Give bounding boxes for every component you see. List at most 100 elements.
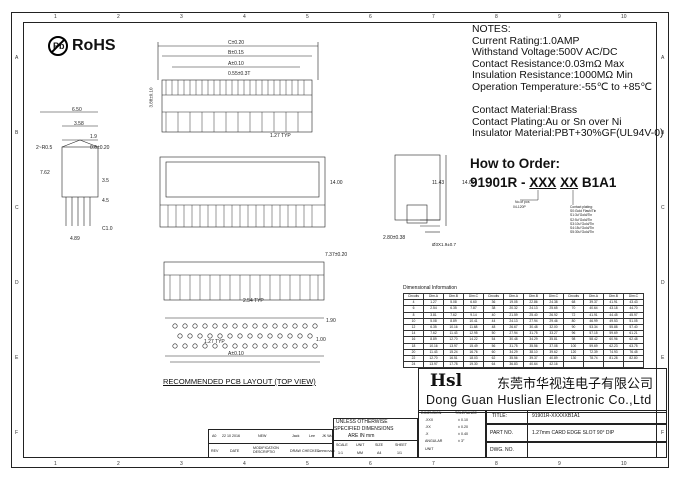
note-line: Operation Temperature:-55℃ to +85℃ — [472, 81, 652, 93]
grid-row-b-right: B — [661, 130, 665, 136]
grid-row-a-right: A — [661, 55, 665, 61]
plating-option: S0:Gold Flash/Tin — [570, 209, 597, 214]
table-cell: 36.83 — [503, 361, 524, 369]
plating-option: S3:10u"Gold/Tin — [570, 221, 594, 226]
grid-col-3-bottom: 3 — [180, 461, 183, 467]
table-header-row: Circuits Dim.A Dim.B Dim.C Circuits Dim.… — [403, 292, 644, 301]
scale-header: SCALE — [336, 443, 348, 447]
table-header: Dim.C — [623, 292, 644, 301]
part-value: 1.27mm CARD EDGE SLOT 90° DIP — [532, 430, 615, 436]
scale-value: 1:1 — [338, 451, 343, 455]
dim-height-45: 4.5 — [102, 198, 109, 204]
table-cell — [583, 361, 604, 369]
grid-col-6-bottom: 6 — [369, 461, 372, 467]
table-cell: 17.78 — [443, 361, 464, 369]
grid-col-10: 10 — [621, 14, 627, 20]
note-line: Contact Material:Brass — [472, 105, 578, 117]
order-suffix: B1A1 — [578, 175, 617, 190]
grid-col-3: 3 — [180, 14, 183, 20]
grid-row-c: C — [15, 205, 19, 211]
pcb-layout-caption: RECOMMENDED PCB LAYOUT (TOP VIEW) — [163, 377, 316, 386]
dim-height-762: 7.62 — [40, 170, 50, 176]
scale-value: A4 — [377, 451, 382, 455]
rev-header: DATE — [230, 449, 240, 453]
notes-block: NOTES: Current Rating:1.0AMP Withstand V… — [472, 24, 663, 140]
tol-val: ± 0.20 — [458, 425, 468, 429]
plating-option: S1:3u"Gold/Tin — [570, 213, 593, 218]
grid-row-e: E — [15, 355, 19, 361]
grid-col-2-bottom: 2 — [117, 461, 120, 467]
grid-col-7: 7 — [432, 14, 435, 20]
title-divider — [527, 410, 528, 458]
grid-row-b: B — [15, 130, 19, 136]
dim-chamfer: C1.0 — [102, 226, 113, 232]
general-box — [333, 418, 418, 458]
table-cell — [603, 361, 624, 369]
table-cell: 19.30 — [463, 361, 484, 369]
dwg-row — [486, 442, 667, 458]
tol-dim: .X — [425, 432, 429, 436]
notes-title: NOTES: — [472, 24, 511, 35]
tol-dim: .XX — [425, 425, 431, 429]
note-line: Withstand Voltage:500V AC/DC — [472, 47, 618, 59]
dim-holes: Ø3X1.9±0.7 — [432, 242, 456, 247]
order-code: 91901R - XXX XX B1A1 — [470, 175, 616, 190]
dim-pitch-typ: 1.27 TYP — [270, 133, 291, 139]
part-row — [486, 424, 667, 442]
grid-col-7-bottom: 7 — [432, 461, 435, 467]
tol-val: ± 0.40 — [458, 432, 468, 436]
revision-divider — [208, 443, 333, 444]
table-cell: 51.05 — [623, 317, 644, 326]
dim-width-280: 2.80±0.38 — [383, 235, 406, 241]
tolerance-box — [418, 410, 486, 458]
rev-draw: Jack — [292, 434, 300, 438]
dim-table-title: Dimensional Information — [403, 285, 457, 291]
grid-col-6: 6 — [369, 14, 372, 20]
tol-header: TOLERANCE — [455, 411, 477, 415]
table-cell: 82.80 — [623, 355, 644, 363]
dim-height-737: 7.37±0.20 — [325, 252, 348, 258]
unit-label: UNIT — [425, 447, 434, 451]
order-positions: XXX — [529, 175, 557, 190]
company-name-en: Dong Guan Huslian Electronic Co.,Ltd — [426, 393, 652, 407]
title-label: TITLE: — [492, 413, 508, 419]
dim-width-358: 3.58 — [74, 121, 84, 127]
order-pos-range: 04-120P — [513, 205, 526, 209]
grid-col-4: 4 — [243, 14, 246, 20]
table-cell: 63.75 — [623, 342, 644, 350]
grid-row-f-right: F — [661, 430, 665, 436]
dim-a: A±0.10 — [228, 61, 244, 67]
table-cell: 45.97 — [623, 311, 644, 319]
plating-options: Contact plating: S0:Gold Flash/Tin S1:3u… — [570, 205, 596, 234]
how-to-order-heading: How to Order: — [470, 156, 560, 171]
rev-header: DRAW — [290, 449, 301, 453]
rev-desc: NEW — [258, 434, 267, 438]
dimensional-table: Circuits Dim.A Dim.B Dim.C Circuits Dim.… — [403, 292, 644, 369]
are-in-text: ARE IN mm — [348, 433, 375, 439]
note-line: Insulation Resistance:1000MΩ Min — [472, 70, 633, 82]
scale-header: UNIT — [356, 443, 365, 447]
rev-header: MODIFICATION DESCRIPTIO — [253, 446, 279, 454]
table-cell: 44.70 — [623, 305, 644, 313]
dim-pitch-typ-pcb: 1.27 TYP — [204, 339, 225, 345]
grid-col-2: 2 — [117, 14, 120, 20]
tol-dim: ANGULAR — [425, 439, 443, 443]
table-cell — [623, 361, 644, 369]
grid-col-9-bottom: 9 — [558, 461, 561, 467]
table-cell: 62.48 — [623, 336, 644, 344]
dim-radius: 2~R0.5 — [36, 145, 53, 151]
dim-c: C±0.20 — [228, 40, 245, 46]
plating-option: S4:15u"Gold/Tin — [570, 226, 594, 231]
tol-dim: .XXX — [425, 418, 434, 422]
table-cell: 64 — [483, 361, 504, 369]
tol-val: ± 0.10 — [458, 418, 468, 422]
